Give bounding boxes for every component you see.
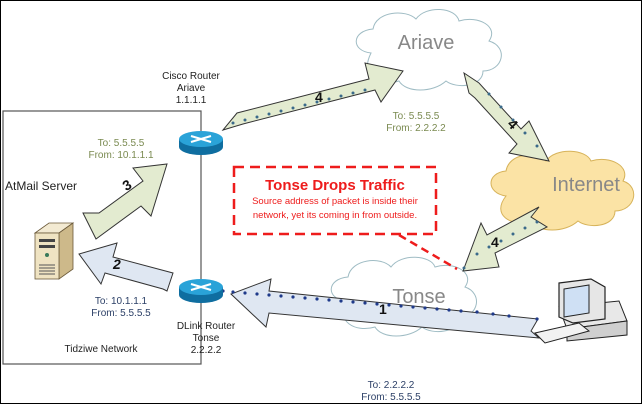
internet-cloud-label: Internet [552, 174, 620, 196]
step-2-from: From: 5.5.5.5 [91, 308, 151, 319]
cisco-router-name: Cisco Router [162, 71, 220, 82]
step-3-from: From: 10.1.1.1 [88, 150, 154, 161]
step-4-from: From: 2.2.2.2 [386, 123, 446, 134]
callout-text: Tonse Drops Traffic Source address of pa… [237, 177, 433, 223]
step-4c-number: 4 [491, 234, 499, 250]
client-computer-icon [534, 278, 628, 344]
arrow-step-4-to-tonse [462, 206, 549, 272]
step-4-address: To: 5.5.5.5 From: 2.2.2.2 [376, 111, 456, 135]
cisco-router-icon [179, 131, 223, 155]
step-1-address: To: 2.2.2.2 From: 5.5.5.5 [351, 380, 431, 404]
step-1-number: 1 [379, 301, 387, 317]
callout-title: Tonse Drops Traffic [265, 177, 405, 194]
callout-box [232, 165, 438, 236]
arrow-step-2 [78, 242, 174, 292]
callout-line-1: Source address of packet is inside their [252, 196, 418, 207]
step-1-from: From: 5.5.5.5 [361, 392, 421, 403]
step-4-to: To: 5.5.5.5 [392, 111, 440, 122]
dlink-router-icon [179, 279, 223, 303]
dotted-path-markers [231, 88, 539, 270]
arrow-step-4-to-internet [463, 71, 550, 162]
dotted-path-inbound [221, 289, 539, 321]
cisco-router-site: Ariave [176, 83, 206, 94]
tidziwe-network-box [2, 110, 202, 365]
cisco-router-label: Cisco Router Ariave 1.1.1.1 [151, 71, 231, 107]
network-box-label: Tidziwe Network [64, 344, 138, 355]
cisco-router-ip: 1.1.1.1 [175, 95, 207, 106]
arrow-step-3 [82, 163, 168, 240]
dlink-router-name: DLink Router [176, 321, 236, 332]
callout-line-2: network, yet its coming in from outside. [252, 210, 418, 221]
dlink-router-label: DLink Router Tonse 2.2.2.2 [166, 321, 246, 357]
dlink-router-ip: 2.2.2.2 [190, 345, 222, 356]
step-2-address: To: 10.1.1.1 From: 5.5.5.5 [81, 296, 161, 320]
step-2-to: To: 10.1.1.1 [94, 296, 148, 307]
dlink-router-site: Tonse [192, 333, 220, 344]
step-4a-number: 4 [315, 89, 323, 105]
step-1-to: To: 2.2.2.2 [367, 380, 415, 391]
arrow-step-1 [230, 278, 541, 339]
server-label: AtMail Server [5, 179, 78, 193]
step-3-to: To: 5.5.5.5 [97, 138, 145, 149]
step-2-number: 2 [113, 256, 121, 272]
step-3-address: To: 5.5.5.5 From: 10.1.1.1 [81, 138, 161, 162]
callout-leader [398, 233, 458, 271]
ariave-cloud-label: Ariave [397, 32, 455, 54]
tonse-cloud-label: Tonse [392, 286, 446, 308]
mail-server-icon [33, 222, 75, 280]
